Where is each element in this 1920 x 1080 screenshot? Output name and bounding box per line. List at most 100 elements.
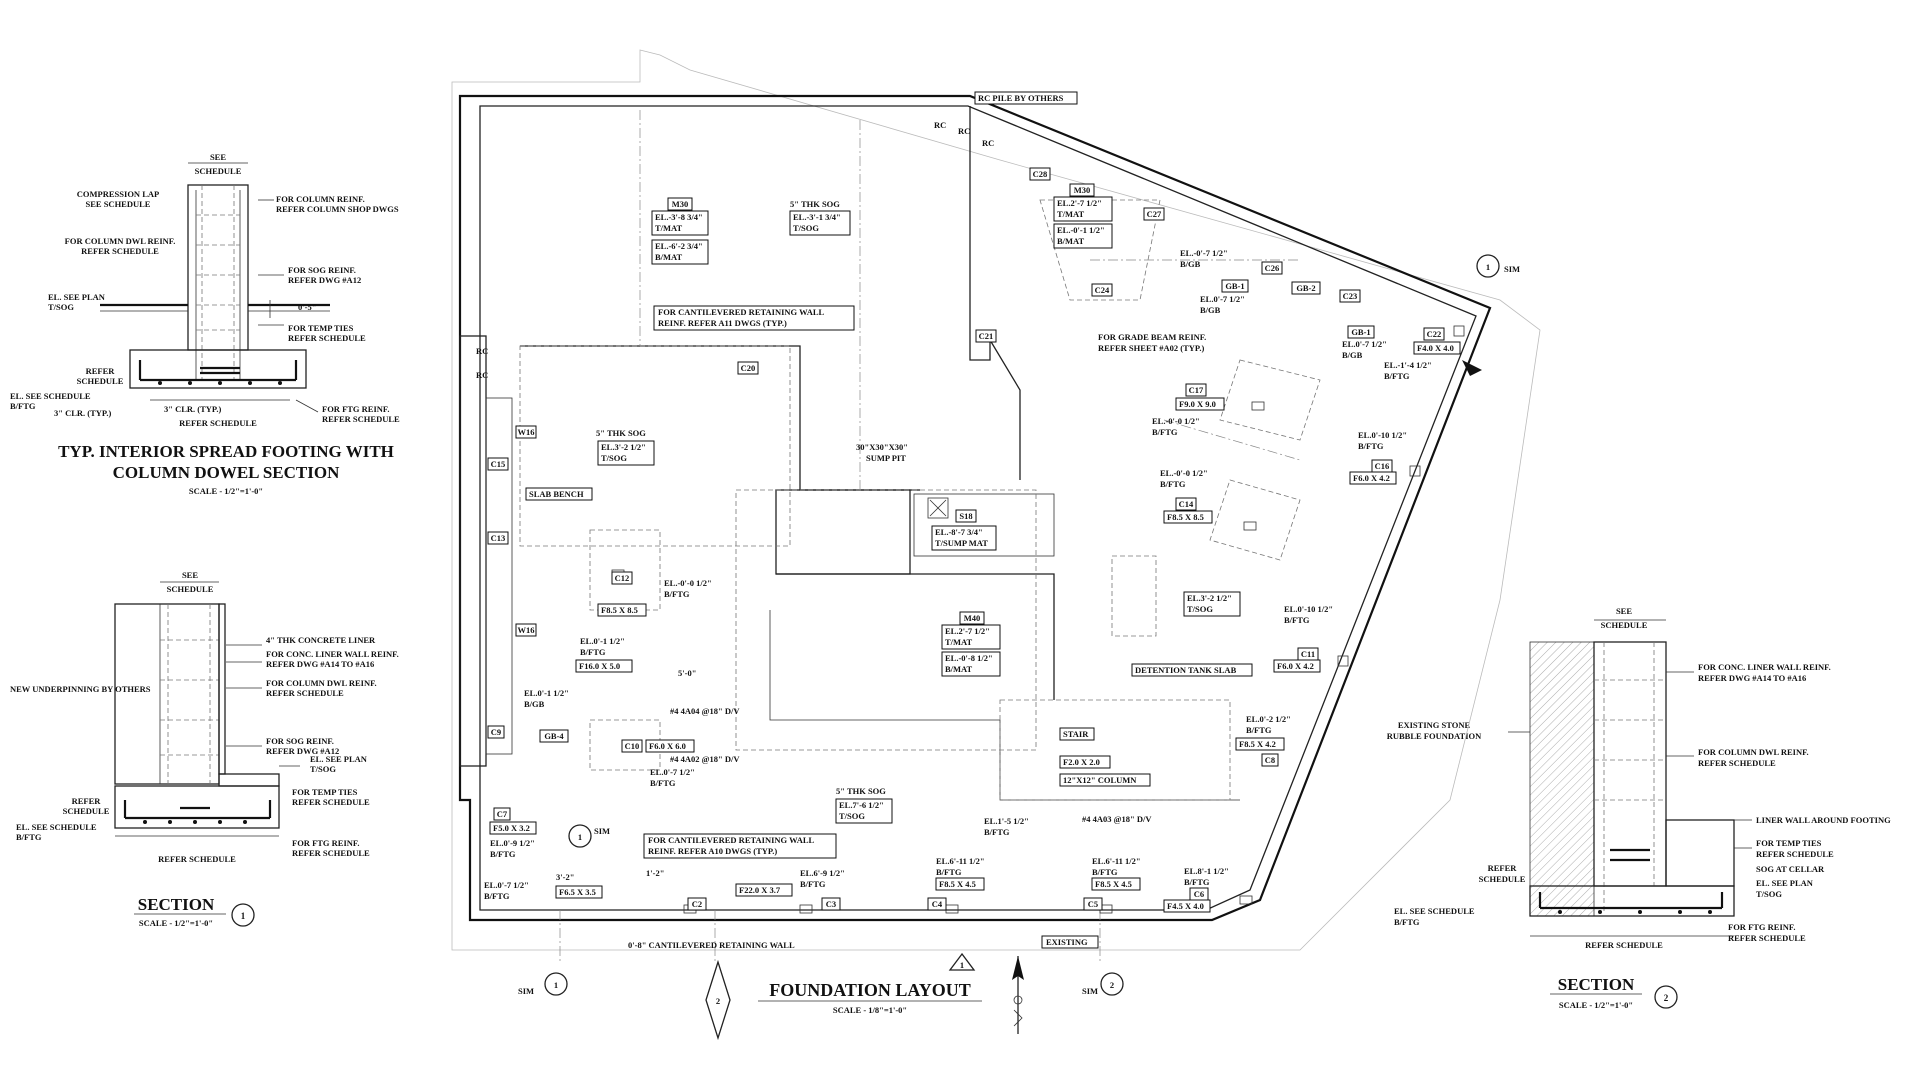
section-2-number: 2	[1664, 993, 1669, 1003]
plan-title: FOUNDATION LAYOUT	[769, 980, 971, 1000]
plan-detention-box	[1111, 555, 1157, 637]
revision-triangle	[948, 952, 976, 971]
footing-refer-bottom: REFER SCHEDULE	[179, 418, 257, 428]
tag-c4: C4	[932, 899, 943, 909]
bottom-left-bftg: B/FTG	[484, 891, 510, 901]
c16-bftg: B/FTG	[1358, 441, 1384, 451]
sog-5-a-el: EL.-3'-1 3/4"	[793, 212, 841, 222]
plan-perimeter-wall	[458, 94, 1492, 922]
tag-c2: C2	[692, 899, 702, 909]
c12-footing: F8.5 X 8.5	[601, 605, 638, 615]
c8-el: EL.0'-2 1/2"	[1246, 714, 1291, 724]
section-2-stone-sub: RUBBLE FOUNDATION	[1387, 731, 1482, 741]
tag-c9: C9	[491, 727, 501, 737]
section-1-see: SEE	[182, 570, 198, 580]
footing-ftg-label: FOR FTG REINF.	[322, 404, 389, 414]
rc-tag-5: RC	[476, 370, 488, 380]
m30-el-top: EL.-3'-8 3/4"	[655, 212, 703, 222]
c5-footing: F8.5 X 4.5	[1095, 879, 1132, 889]
dowel-note-1: #4 4A04 @18" D/V	[670, 706, 740, 716]
plan-gb4-zone	[589, 719, 661, 771]
c12-el: EL.-0'-0 1/2"	[664, 578, 712, 588]
rc-tag-3: RC	[982, 138, 994, 148]
tag-gb1-a: GB-1	[1225, 281, 1244, 291]
gb1b-bgb: B/GB	[1342, 350, 1363, 360]
c6-footing: F4.5 X 4.0	[1167, 901, 1204, 911]
sog-5-c-tsog: T/SOG	[839, 811, 865, 821]
plan-stair-wall	[769, 610, 1240, 801]
rc-pile-callout: RC PILE BY OTHERS	[978, 93, 1064, 103]
tag-c22: C22	[1427, 329, 1442, 339]
c8-bftg: B/FTG	[1246, 725, 1272, 735]
tag-gb1-b: GB-1	[1351, 327, 1370, 337]
c12-bftg: B/FTG	[664, 589, 690, 599]
m30r-el-top: EL.2'-7 1/2"	[1057, 198, 1102, 208]
section-2-refer-schedule: SCHEDULE	[1479, 874, 1526, 884]
section-1-sog-label: FOR SOG REINF.	[266, 736, 334, 746]
footing-lap-sub: SEE SCHEDULE	[86, 199, 151, 209]
grade-beam-note-2: REFER SHEET #A02 (TYP.)	[1098, 343, 1204, 353]
section-1-tsog: T/SOG	[310, 764, 336, 774]
footing-ties-label: FOR TEMP TIES	[288, 323, 354, 333]
sim-marker-bottom-right-bubble	[1100, 972, 1124, 996]
plan-c14-footing	[1209, 479, 1301, 561]
cant-wall-a11-note-1: FOR CANTILEVERED RETAINING WALL	[658, 307, 825, 317]
sog-5-a-tsog: T/SOG	[793, 223, 819, 233]
section-2-el-schedule: EL. SEE SCHEDULE	[1394, 906, 1475, 916]
section-1-sog-ref: REFER DWG #A12	[266, 746, 339, 756]
footing-title-line2: COLUMN DOWEL SECTION	[113, 463, 340, 482]
c16-el: EL.0'-10 1/2"	[1358, 430, 1407, 440]
c26-bgb: B/GB	[1180, 259, 1201, 269]
plan-interior-wall-c	[776, 573, 1055, 700]
m40-bmat: B/MAT	[945, 664, 973, 674]
gb4-el: EL.0'-1 1/2"	[524, 688, 569, 698]
c26-el: EL.-0'-7 1/2"	[1180, 248, 1228, 258]
section-1-ftg-label: FOR FTG REINF.	[292, 838, 359, 848]
tag-c3: C3	[826, 899, 836, 909]
section-1-liner: 4" THK CONCRETE LINER	[266, 635, 376, 645]
footing-dwl-label: FOR COLUMN DWL REINF.	[65, 236, 176, 246]
sim-marker-plan-label: SIM	[594, 826, 610, 836]
footing-drawing	[100, 162, 330, 413]
section-1-ties-ref: REFER SCHEDULE	[292, 797, 370, 807]
existing-label: EXISTING	[1046, 937, 1088, 947]
footing-bftg: B/FTG	[10, 401, 36, 411]
footing-dim-label: 0'-5"	[298, 302, 316, 312]
section-2-bftg: B/FTG	[1394, 917, 1420, 927]
c14-footing: F8.5 X 8.5	[1167, 512, 1204, 522]
tag-m40: M40	[964, 613, 981, 623]
plan-scale: SCALE - 1/8"=1'-0"	[833, 1005, 907, 1015]
m40-el-top: EL.2'-7 1/2"	[945, 626, 990, 636]
section-2-number-bubble	[1654, 985, 1678, 1009]
dim-5-0: 5'-0"	[678, 668, 696, 678]
plan-s18-mat	[913, 493, 1055, 557]
section-2: SEE SCHEDULE FOR CONC. LINER WALL REINF.…	[1387, 606, 1891, 1010]
c17-footing: F9.0 X 9.0	[1179, 399, 1216, 409]
section-cut-marker-left	[705, 959, 731, 1041]
tag-c13: C13	[491, 533, 506, 543]
footing-dwl-ref: REFER SCHEDULE	[81, 246, 159, 256]
tag-c14: C14	[1179, 499, 1194, 509]
sim-marker-bottom-right-label: SIM	[1082, 986, 1098, 996]
m30r-bmat: B/MAT	[1057, 236, 1085, 246]
section-2-schedule: SCHEDULE	[1601, 620, 1648, 630]
sim-marker-right-num: 1	[1486, 262, 1490, 272]
footing-refer-schedule: SCHEDULE	[77, 376, 124, 386]
tag-c28: C28	[1033, 169, 1048, 179]
plan-inner-wall	[479, 105, 1477, 911]
tag-c5: C5	[1088, 899, 1098, 909]
dowel-note-2: #4 4A02 @18" D/V	[670, 754, 740, 764]
section-1: SEE SCHEDULE 4" THK CONCRETE LINER FOR C…	[10, 570, 399, 928]
c17-el: EL.-0'-0 1/2"	[1152, 416, 1200, 426]
c10a-bftg: B/FTG	[580, 647, 606, 657]
sog-right-tsog: T/SOG	[1187, 604, 1213, 614]
sog-5-c-title: 5" THK SOG	[836, 786, 886, 796]
sog-5-a-title: 5" THK SOG	[790, 199, 840, 209]
tag-c27: C27	[1147, 209, 1162, 219]
sim-marker-bottom-num: 1	[554, 980, 558, 990]
section-1-drawing	[114, 581, 300, 837]
c10b-el: EL.0'-7 1/2"	[650, 767, 695, 777]
direction-arrow-icon	[1462, 360, 1482, 376]
dowel-note-3: #4 4A03 @18" D/V	[1082, 814, 1152, 824]
section-1-number-bubble	[231, 903, 255, 927]
